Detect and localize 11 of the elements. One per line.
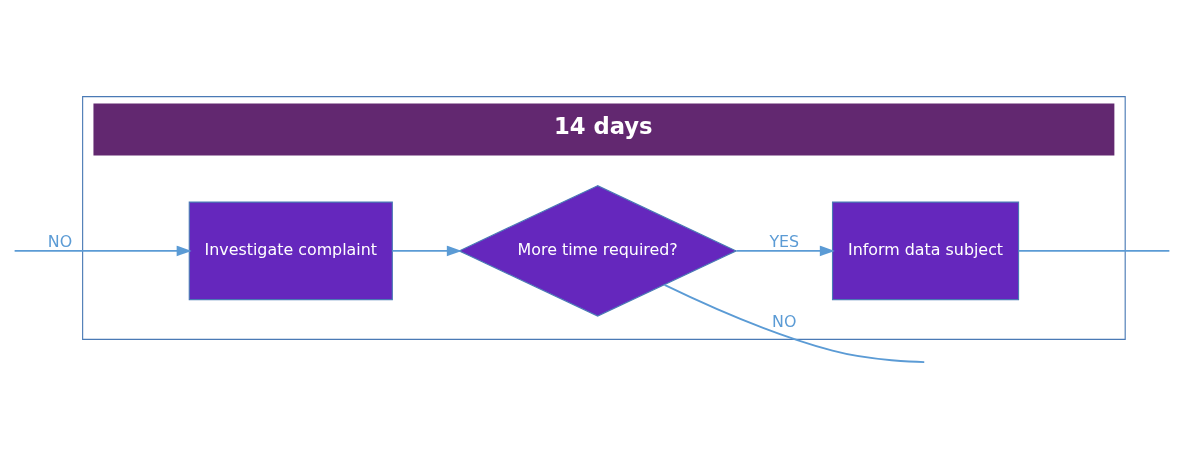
edge-label: YES — [769, 231, 800, 251]
node-box: Investigate complaint — [188, 201, 393, 301]
arrow — [735, 245, 835, 257]
edge-label: NO — [47, 231, 73, 251]
connector — [663, 283, 926, 363]
arrow — [391, 245, 462, 257]
edge-label: NO — [772, 312, 797, 332]
node-box: Inform data subject — [831, 201, 1020, 301]
connector — [1017, 250, 1171, 252]
node-diamond: More time required? — [457, 185, 738, 317]
arrow — [13, 245, 192, 257]
